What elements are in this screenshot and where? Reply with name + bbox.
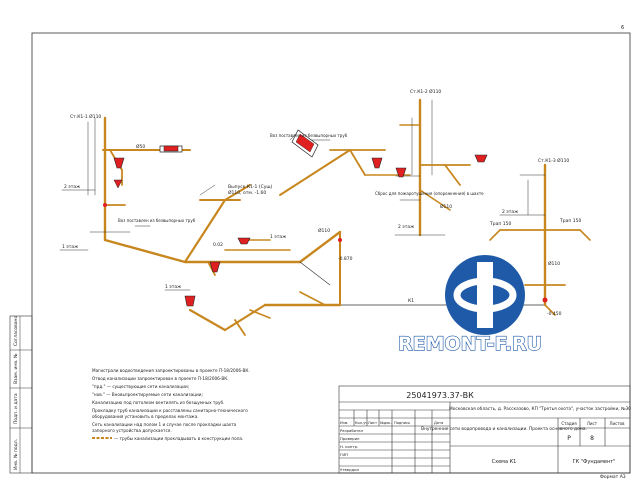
trap-marker-icon [338, 238, 342, 242]
floor-label: 2 этаж [502, 209, 518, 215]
col-doc: №док. [380, 421, 392, 425]
col-izm: Изм. [340, 421, 348, 425]
bath-icon-inner [295, 133, 315, 153]
riser-label-1: Ст.К1-1 Ø110 [70, 113, 101, 120]
logo-icon-ring [453, 277, 517, 313]
leader-lines [59, 117, 529, 291]
basin-icon [474, 154, 488, 163]
svg-text:запорного устройства допускает: запорного устройства допускается. [92, 428, 172, 433]
riser-label-2: Ст.К1-2 Ø110 [410, 88, 441, 95]
slope-label: 0.02 [213, 242, 223, 248]
project-address: Московская область, д. Рассказово, КП "Т… [449, 405, 631, 412]
role-check: Проверил [340, 436, 360, 441]
toilet-icon [113, 157, 125, 169]
company-name: ГК "Фундамент" [573, 459, 616, 465]
legend-notes: Магистрали водоотведения запроектированы… [92, 368, 250, 441]
washbasin-icon [163, 145, 179, 152]
outlet-label: Выпуск К1-1 (Сущ) [228, 184, 273, 190]
trap-marker-icon [103, 203, 107, 207]
trap-icon [113, 179, 123, 189]
stage-header: Стадия [561, 421, 577, 426]
note-label: Воз поставлен из безвыпорных труб [270, 133, 348, 138]
svg-text:"нов." — Вновьпроектируемые се: "нов." — Вновьпроектируемые сети канализ… [92, 392, 203, 397]
riser-label-3: Ст.К1-3 Ø110 [538, 157, 569, 164]
bidet-icon [184, 295, 196, 307]
toilet-icon [209, 261, 221, 273]
svg-text:оборудования установить в пред: оборудования установить в пределах монта… [92, 414, 199, 419]
sheet-frame [31, 32, 631, 474]
scheme-labels: Ст.К1-1 Ø110 Ст.К1-2 Ø110 Ст.К1-3 Ø110 2… [62, 88, 581, 317]
pipe-size-label: Ø110 [440, 203, 452, 210]
floor-label: 1 этаж [165, 284, 181, 290]
col-kol: Кол.уч [355, 421, 367, 425]
role-appr: Утвердил [340, 467, 360, 472]
sheets-header: Листов [610, 421, 626, 426]
svg-text:Прокладку труб канализации к р: Прокладку труб канализации к расставлены… [92, 408, 248, 413]
sewer-code-label: К1 [408, 298, 414, 304]
svg-text:Отвод канализации запроектиров: Отвод канализации запроектирован в проек… [92, 376, 229, 381]
project-title: Внутренние сети водопровода и канализаци… [421, 426, 587, 432]
pipe-size-label: Ø110 [548, 260, 560, 267]
role-gip: ГИП [340, 452, 348, 457]
svg-text:Канализацию под потолком венти: Канализацию под потолком вентилять из бе… [92, 400, 224, 405]
sheet-header: Лист [587, 421, 598, 426]
role-nk: Н. контр. [340, 444, 358, 449]
title-block [338, 385, 631, 474]
floor-label: 1 этаж [62, 244, 78, 250]
logo-icon-bar [477, 262, 493, 328]
svg-text:— трубы канализации прокладыва: — трубы канализации прокладывать в конст… [114, 436, 243, 441]
svg-text:Магистрали водоотведения запро: Магистрали водоотведения запроектированы… [92, 368, 250, 373]
floor-label: 2 этаж [398, 224, 414, 230]
title-block-text: 25041973.37-ВК Изм. Кол.уч Лист №док. По… [340, 391, 631, 472]
format-label: Формат А3 [600, 474, 626, 480]
watermark-text: REMONT-F.RU [398, 333, 542, 355]
stamp-signed: Подп. и дата [13, 393, 19, 424]
watermark: REMONT-F.RU [397, 255, 543, 356]
role-dev: Разработал [340, 428, 364, 433]
corner-number: 6 [621, 25, 624, 31]
elevation-label: -0.450 [547, 311, 562, 317]
toilet-icon [371, 157, 383, 169]
note-label: Воз поставлен из безвыпорных труб [118, 218, 196, 223]
trap-label: Трап 150 [489, 221, 511, 227]
drawing-name: Схема К1 [492, 459, 517, 465]
col-sign: Подпись [394, 421, 410, 425]
svg-text:Сеть канализации над полом 1 и: Сеть канализации над полом 1 и случае по… [92, 422, 237, 427]
stamp-agreed: Согласовано [13, 316, 19, 346]
sanitary-fixtures [103, 129, 548, 307]
main-collector [103, 184, 342, 286]
outlet-pipe-label: Ø110, отм. -1.60 [228, 189, 266, 196]
svg-text:"прд." — существующие сети кан: "прд." — существующие сети канализации; [92, 384, 189, 389]
pipe-size-label: Ø50 [136, 143, 145, 150]
stamp-inventory: Инв. № подл. [13, 439, 19, 470]
toilet-icon [395, 167, 407, 178]
riser-k1-2 [394, 98, 471, 237]
col-list: Лист [368, 421, 377, 425]
document-code: 25041973.37-ВК [406, 391, 474, 400]
floor-label: 1 этаж [270, 234, 286, 240]
side-stamp: Согласовано Взам. инв. № Подп. и дата Ин… [9, 316, 33, 474]
elevation-label: -0.870 [338, 256, 353, 262]
col-date: Дата [434, 421, 443, 425]
upper-middle-branch [279, 139, 411, 196]
basin-icon [237, 237, 251, 245]
stage-value: Р [567, 435, 571, 442]
riser-k1-3 [489, 163, 591, 316]
trap-label: Трап 150 [559, 218, 581, 224]
floor-label: 2 этаж [64, 184, 80, 190]
trap-marker-icon [542, 297, 548, 303]
stamp-replaced: Взам. инв. № [13, 353, 19, 384]
note-label: Сброс для пожаротушения (опорожнения) в … [375, 191, 484, 196]
pipe-size-label: Ø110 [318, 227, 330, 234]
sheet-value: 8 [590, 435, 594, 442]
